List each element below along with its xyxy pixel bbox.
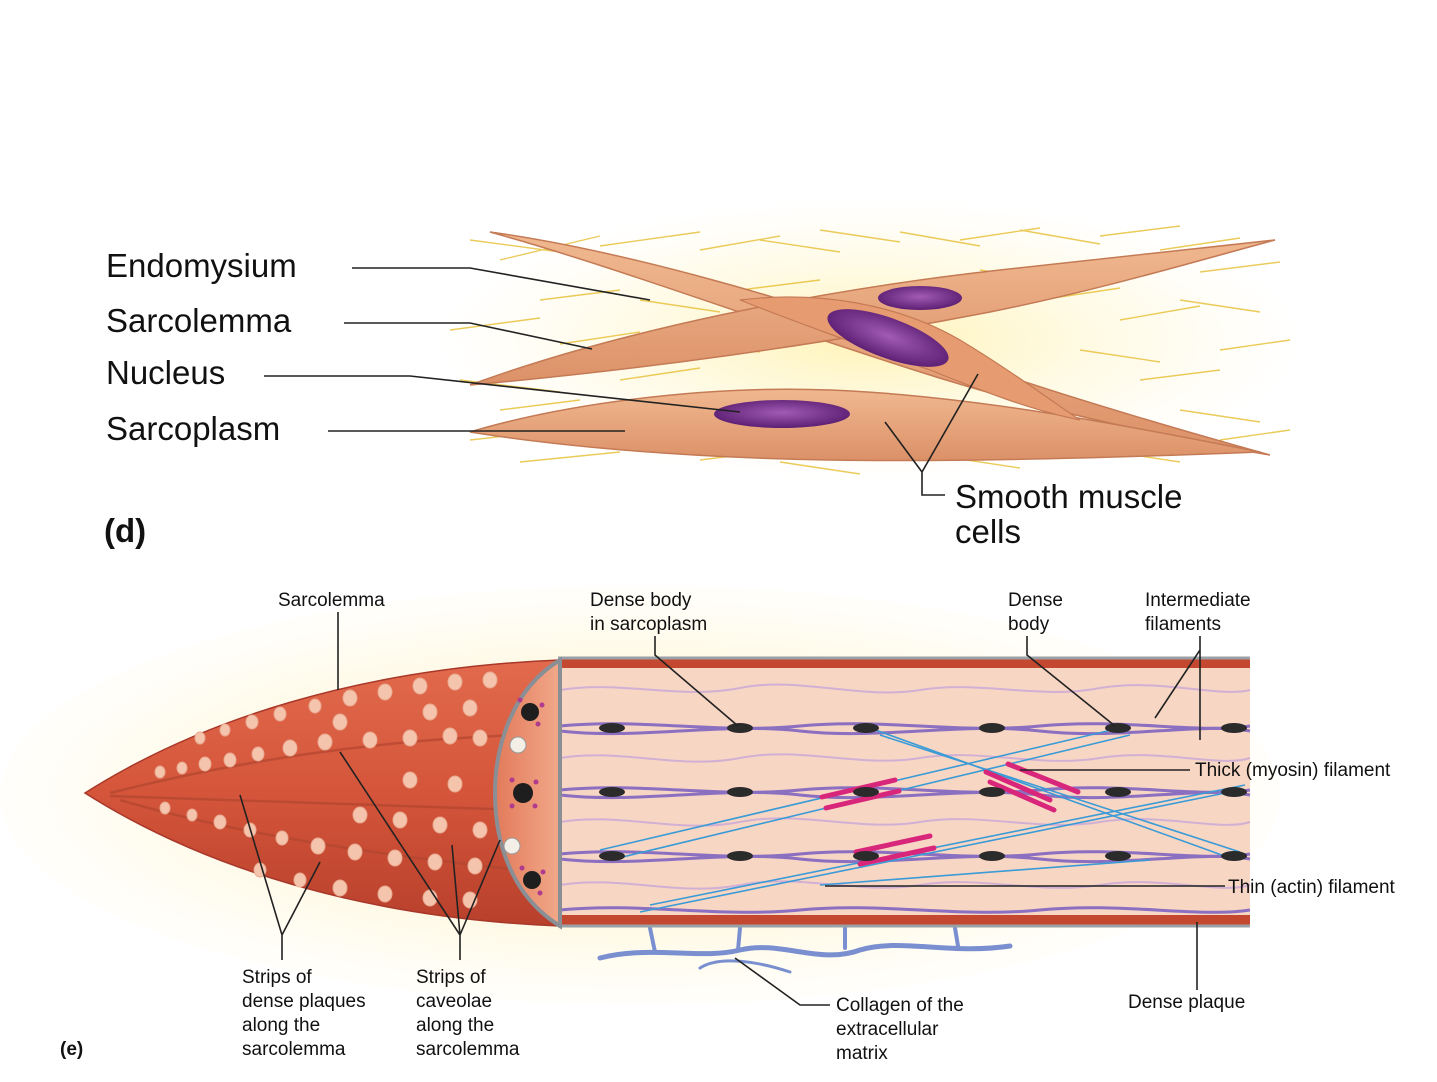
leader-nucleus — [264, 375, 741, 413]
label-collagen-2: extracellular — [836, 1019, 939, 1040]
label-collagen-1: Collagen of the — [836, 995, 964, 1016]
leader-strips-caveolae — [339, 751, 501, 960]
leader-strips-dense-plaques — [239, 794, 321, 960]
label-nucleus: Nucleus — [106, 354, 225, 391]
leader-sarcolemma — [344, 322, 593, 350]
label-sarcoplasm: Sarcoplasm — [106, 410, 280, 447]
label-intermediate-filaments-2: filaments — [1145, 614, 1221, 635]
label-strips-caveolae-4: sarcolemma — [416, 1039, 520, 1060]
label-dense-body-sarcoplasm-2: in sarcoplasm — [590, 614, 707, 635]
smooth-muscle-cell-lower — [469, 388, 1261, 462]
label-intermediate-filaments-1: Intermediate — [1145, 590, 1251, 611]
cross-section-dense-bodies — [503, 697, 546, 896]
sarcoplasm-body — [558, 660, 1250, 925]
label-endomysium: Endomysium — [106, 247, 297, 284]
label-e-sarcolemma: Sarcolemma — [278, 590, 385, 611]
leader-smooth-muscle-cells — [884, 373, 979, 496]
leader-endomysium — [352, 267, 651, 301]
label-thin-filament: Thin (actin) filament — [1228, 877, 1396, 898]
label-strips-dense-plaques-4: sarcolemma — [242, 1039, 346, 1060]
label-sarcolemma: Sarcolemma — [106, 302, 292, 339]
label-smooth-muscle-cells-2: cells — [955, 513, 1021, 550]
leader-dense-body — [1026, 636, 1116, 727]
leader-intermediate-filaments — [1154, 636, 1201, 740]
sarcolemma-top — [558, 658, 1250, 668]
label-strips-caveolae-3: along the — [416, 1015, 494, 1036]
label-strips-dense-plaques-3: along the — [242, 1015, 320, 1036]
collagen-network — [597, 926, 1013, 974]
caveolae — [154, 671, 498, 909]
label-strips-caveolae-2: caveolae — [416, 991, 492, 1012]
label-thick-filament: Thick (myosin) filament — [1195, 760, 1391, 781]
label-strips-dense-plaques-2: dense plaques — [242, 991, 366, 1012]
panel-label-d: (d) — [104, 512, 146, 549]
leader-collagen — [734, 957, 830, 1006]
label-dense-plaque: Dense plaque — [1128, 992, 1245, 1013]
nucleus-lower — [714, 400, 850, 428]
sarcolemma-bottom — [558, 915, 1250, 925]
panel-label-e: (e) — [60, 1039, 83, 1060]
label-strips-dense-plaques-1: Strips of — [242, 967, 312, 988]
label-smooth-muscle-cells-1: Smooth muscle — [955, 478, 1182, 515]
label-dense-body-sarcoplasm-1: Dense body — [590, 590, 692, 611]
nucleus-upper — [878, 286, 962, 310]
background-fibrils — [559, 683, 1251, 890]
label-dense-body-1: Dense — [1008, 590, 1063, 611]
panel-d: Endomysium Sarcolemma Nucleus Sarcoplasm… — [104, 200, 1300, 550]
label-collagen-3: matrix — [836, 1043, 888, 1064]
thick-filaments — [819, 761, 1081, 867]
leader-dense-body-sarcoplasm — [654, 636, 739, 727]
label-strips-caveolae-1: Strips of — [416, 967, 486, 988]
nucleus-central — [827, 309, 949, 367]
panel-e: Sarcolemma Dense body in sarcoplasm Dens… — [0, 585, 1396, 1064]
dense-bodies — [599, 723, 1247, 861]
label-dense-body-2: body — [1008, 614, 1050, 635]
